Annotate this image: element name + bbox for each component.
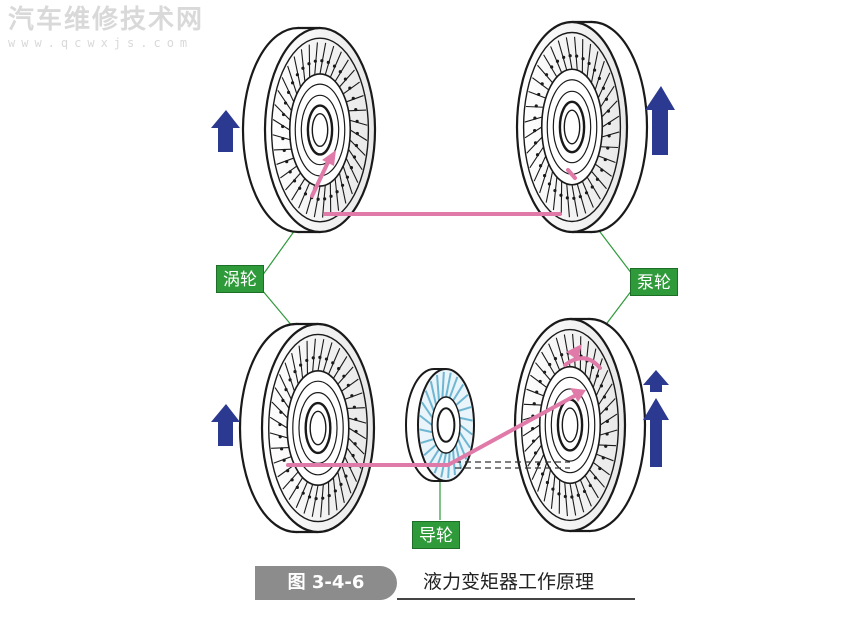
stator-label: 导轮 [412,521,460,549]
turbine-wheel-top [243,28,375,232]
rotation-arrow-pump-bottom [643,370,669,467]
rotation-arrow-turbine-bottom [211,404,240,446]
figure-title: 液力变矩器工作原理 [423,566,594,598]
turbine-label: 涡轮 [216,265,264,293]
caption-underline [397,598,635,600]
pump-leader-lines [594,224,632,335]
turbine-leader-lines [262,230,298,333]
watermark: 汽车维修技术网 www.qcwxjs.com [8,4,204,50]
figure-caption: 图 3-4-6 液力变矩器工作原理 [255,566,635,600]
turbine-wheel-bottom [240,324,374,532]
pump-wheel-top [517,22,647,232]
watermark-url: www.qcwxjs.com [8,36,204,50]
pump-label: 泵轮 [630,268,678,296]
rotation-arrow-pump-top [645,86,675,155]
figure-number: 图 3-4-6 [255,566,397,600]
watermark-title: 汽车维修技术网 [8,4,204,36]
rotation-arrow-turbine-top [211,110,240,152]
